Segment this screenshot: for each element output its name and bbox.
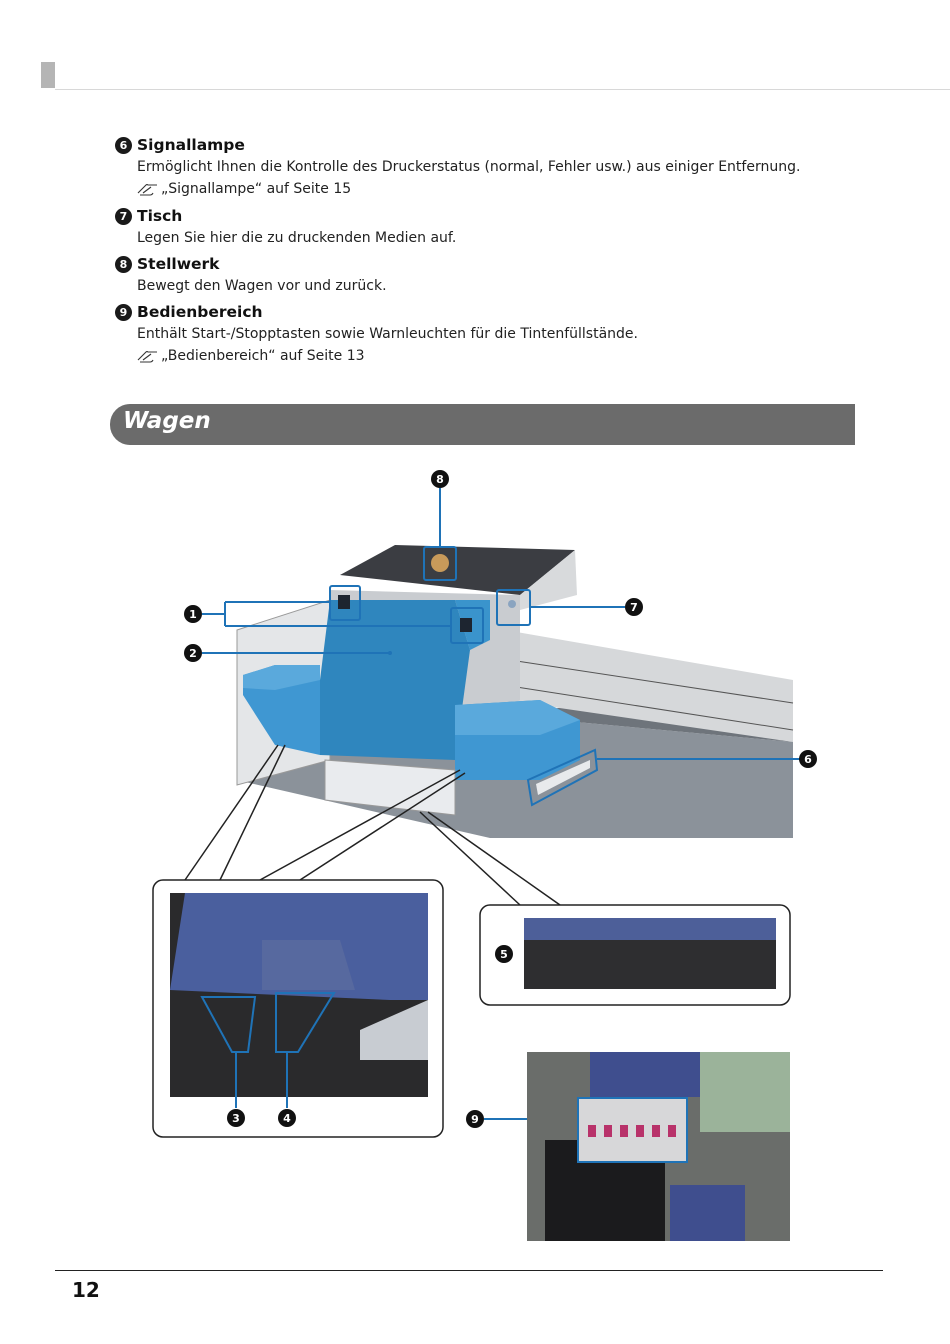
item-description: Bewegt den Wagen vor und zurück. bbox=[137, 278, 387, 294]
callout-8: 8 bbox=[431, 470, 449, 488]
item-description: Legen Sie hier die zu druckenden Medien … bbox=[137, 230, 457, 246]
callout-5: 5 bbox=[495, 945, 513, 963]
svg-text:4: 4 bbox=[283, 1112, 291, 1125]
item-title: Stellwerk bbox=[137, 255, 220, 273]
svg-text:9: 9 bbox=[471, 1113, 479, 1126]
pointing-hand-icon bbox=[137, 350, 157, 363]
callout-badges: 8 1 2 7 6 5 3 4 9 bbox=[184, 470, 817, 1128]
zoom-lines bbox=[184, 744, 561, 906]
item-description: Enthält Start-/Stopptasten sowie Warnleu… bbox=[137, 326, 638, 342]
detail-box-platen bbox=[479, 904, 791, 1006]
carriage-main-view bbox=[236, 545, 794, 838]
item-number-badge: 9 bbox=[115, 303, 132, 321]
svg-text:5: 5 bbox=[500, 948, 508, 961]
svg-text:8: 8 bbox=[436, 473, 444, 486]
callout-6: 6 bbox=[799, 750, 817, 768]
item-number-badge: 6 bbox=[115, 136, 132, 154]
item-number-badge: 8 bbox=[115, 255, 132, 273]
pointing-hand-icon bbox=[137, 183, 157, 196]
header-rule bbox=[55, 89, 950, 90]
page-number: 12 bbox=[72, 1278, 100, 1302]
detail-box-heads bbox=[152, 879, 444, 1138]
svg-text:6: 6 bbox=[804, 753, 812, 766]
callout-7: 7 bbox=[625, 598, 643, 616]
callout-9: 9 bbox=[466, 1110, 484, 1128]
item-title: Signallampe bbox=[137, 136, 245, 154]
svg-text:2: 2 bbox=[189, 647, 197, 660]
list-item-bedienbereich: 9 Bedienbereich Enthält Start-/Stopptast… bbox=[115, 301, 638, 367]
item-reference-link[interactable]: „Signallampe“ auf Seite 15 bbox=[137, 178, 800, 200]
item-title: Tisch bbox=[137, 207, 183, 225]
list-item-tisch: 7 Tisch Legen Sie hier die zu druckenden… bbox=[115, 205, 456, 249]
item-number-badge: 7 bbox=[115, 207, 132, 225]
svg-text:3: 3 bbox=[232, 1112, 240, 1125]
item-description: Ermöglicht Ihnen die Kontrolle des Druck… bbox=[137, 159, 801, 175]
list-item-stellwerk: 8 Stellwerk Bewegt den Wagen vor und zur… bbox=[115, 253, 387, 297]
header-marker bbox=[41, 62, 55, 88]
callout-2: 2 bbox=[184, 644, 202, 662]
reference-text: „Bedienbereich“ auf Seite 13 bbox=[161, 348, 365, 364]
photo-operation-panel bbox=[527, 1052, 790, 1241]
callout-3: 3 bbox=[227, 1109, 245, 1127]
item-title: Bedienbereich bbox=[137, 303, 263, 321]
list-item-signallampe: 6 Signallampe Ermöglicht Ihnen die Kontr… bbox=[115, 134, 800, 200]
item-reference-link[interactable]: „Bedienbereich“ auf Seite 13 bbox=[137, 345, 638, 367]
section-header: Wagen bbox=[110, 404, 855, 445]
footer-rule bbox=[55, 1270, 883, 1271]
callout-4: 4 bbox=[278, 1109, 296, 1127]
reference-text: „Signallampe“ auf Seite 15 bbox=[161, 181, 352, 197]
section-title: Wagen bbox=[123, 408, 211, 434]
svg-text:7: 7 bbox=[630, 601, 638, 614]
callout-1: 1 bbox=[184, 605, 202, 623]
svg-text:1: 1 bbox=[189, 608, 197, 621]
